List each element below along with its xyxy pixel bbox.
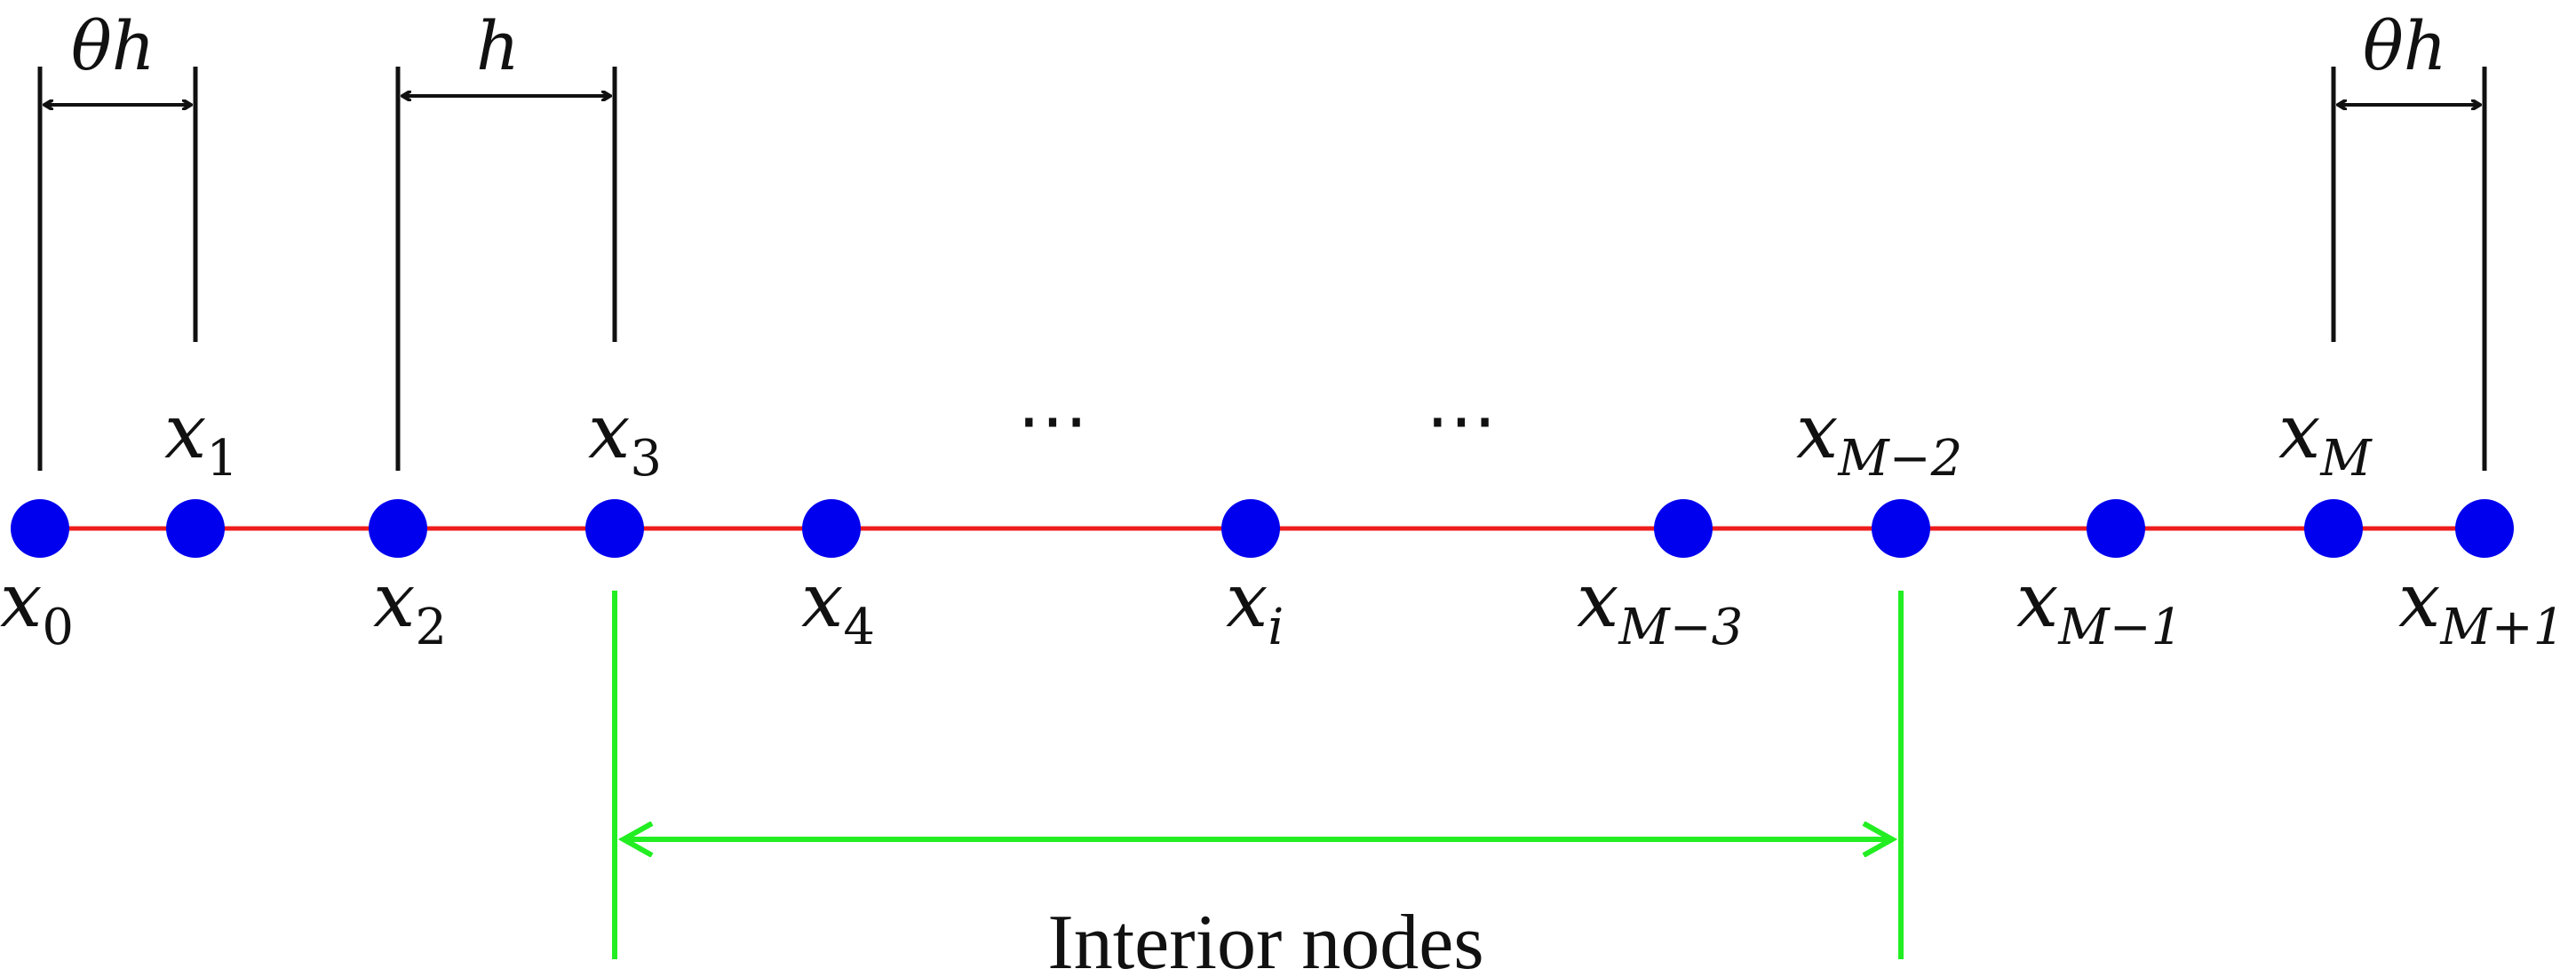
node-xM-1 [2087,499,2145,558]
node-x2 [369,499,427,558]
label-x0: x0 [0,557,74,656]
node-x0 [11,499,69,558]
node-labels: x0 x1 x2 x3 x4 xi xM−3 xM−2 xM−1 xM xM+1 [0,388,2564,656]
right-spacing-label: θh [2363,6,2447,85]
label-x3: x3 [588,388,662,488]
node-x3 [585,499,644,558]
label-xM-2: xM−2 [1796,388,1962,488]
label-x1: x1 [164,388,238,488]
uniform-spacing-label: h [476,6,520,85]
label-x2: x2 [373,557,447,656]
ellipsis-right: ⋯ [1426,378,1497,461]
label-xM: xM [2278,388,2373,488]
label-xM-3: xM−3 [1577,557,1743,656]
node-xM-2 [1872,499,1930,558]
node-xM+1 [2455,499,2514,558]
label-xi: xi [1226,557,1284,656]
label-x4: x4 [801,557,875,656]
label-xM-1: xM−1 [2016,557,2182,656]
node-xM [2304,499,2363,558]
dimension-extension-lines [37,67,2487,471]
interior-nodes-bracket [612,591,1904,959]
node-xi [1221,499,1280,558]
interior-nodes-label: Interior nodes [1047,900,1483,977]
dimension-arrows [44,96,2480,105]
ellipsis-left: ⋯ [1017,378,1088,461]
node-x1 [166,499,225,558]
node-xM-3 [1654,499,1713,558]
node-x4 [802,499,861,558]
grid-nodes [11,499,2514,558]
left-spacing-label: θh [71,6,155,85]
label-xM+1: xM+1 [2398,557,2564,656]
